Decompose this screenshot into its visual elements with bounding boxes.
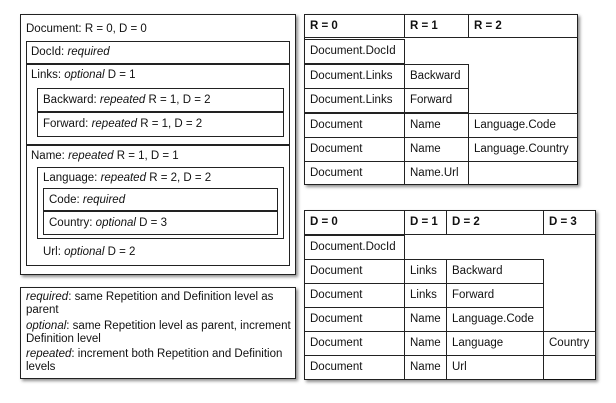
name-mode: repeated <box>68 150 114 162</box>
d-table-cell: Backward <box>446 259 544 284</box>
d-table-cell: Document <box>304 331 405 356</box>
backward-mode: repeated <box>99 94 146 106</box>
document-name: Document: <box>26 23 82 35</box>
code-mode: required <box>82 194 126 206</box>
name-levels: R = 1, D = 1 <box>116 150 179 162</box>
forward-field-label: Forward: repeated R = 1, D = 2 <box>43 117 202 131</box>
legend-repeated-desc: : increment both Repetition and Definiti… <box>26 348 283 373</box>
d-table-header: D = 0 <box>304 210 405 235</box>
d-table-cell: Document.DocId <box>304 235 405 260</box>
url-levels: D = 2 <box>107 246 136 258</box>
docid-field-label: DocId: required <box>31 45 110 59</box>
url-name: Url: <box>43 246 61 258</box>
r-table-header: R = 0 <box>304 14 405 38</box>
legend-required: required: same Repetition and Definition… <box>26 291 294 317</box>
d-table-cell: Forward <box>446 283 544 308</box>
d-table-header: D = 1 <box>404 210 447 235</box>
language-name: Language: <box>43 172 98 184</box>
r-table-cell: Name <box>404 137 469 162</box>
language-mode: repeated <box>100 172 146 184</box>
legend-optional-term: optional <box>26 320 67 332</box>
r-table-cell: Language.Code <box>468 113 578 138</box>
url-field-label: Url: optional D = 2 <box>43 245 135 259</box>
r-table-cell: Document <box>304 161 405 185</box>
backward-field-box <box>37 88 284 112</box>
r-table-cell: Language.Country <box>468 137 578 162</box>
links-mode: optional <box>64 69 105 81</box>
d-table-cell: Document <box>304 283 405 308</box>
legend-required-desc: : same Repetition and Definition level a… <box>26 291 274 316</box>
r-table-header: R = 2 <box>468 14 578 38</box>
r-table-cell: Forward <box>404 88 469 113</box>
name-name: Name: <box>31 150 65 162</box>
country-name: Country: <box>49 217 93 229</box>
legend-repeated-term: repeated <box>26 348 72 360</box>
r-table-cell: Document.Links <box>304 64 405 89</box>
language-field-label: Language: repeated R = 2, D = 2 <box>43 171 211 185</box>
d-table-cell: Document <box>304 307 405 332</box>
r-table-cell: Document.DocId <box>304 39 405 64</box>
forward-field-box <box>37 112 284 137</box>
d-table-cell: Name <box>404 355 447 380</box>
d-table-cell: Language <box>446 331 544 356</box>
document-levels: R = 0, D = 0 <box>84 23 147 35</box>
language-levels: R = 2, D = 2 <box>149 172 212 184</box>
name-field-label: Name: repeated R = 1, D = 1 <box>31 149 179 163</box>
d-table-header: D = 3 <box>543 210 596 235</box>
d-table-cell: Links <box>404 283 447 308</box>
links-name: Links: <box>31 69 62 81</box>
links-field-label: Links: optional D = 1 <box>31 68 136 82</box>
d-table-cell: Links <box>404 259 447 284</box>
d-table-cell: Document <box>304 259 405 284</box>
d-table-cell: Name <box>404 331 447 356</box>
d-table-header: D = 2 <box>446 210 544 235</box>
backward-name: Backward: <box>43 94 97 106</box>
backward-levels: R = 1, D = 2 <box>148 94 211 106</box>
d-table-cell: Url <box>446 355 544 380</box>
document-field-label: Document: R = 0, D = 0 <box>26 22 147 36</box>
docid-name: DocId: <box>31 46 65 58</box>
r-table-cell: Backward <box>404 64 469 89</box>
backward-field-label: Backward: repeated R = 1, D = 2 <box>43 93 211 107</box>
legend-optional-desc: : same Repetition level as parent, incre… <box>26 320 291 345</box>
r-table-header: R = 1 <box>404 14 469 38</box>
url-mode: optional <box>64 246 105 258</box>
legend-repeated: repeated: increment both Repetition and … <box>26 348 294 374</box>
d-table-cell: Document <box>304 355 405 380</box>
d-table-cell: Name <box>404 307 447 332</box>
country-levels: D = 3 <box>139 217 167 229</box>
docid-field-box <box>26 41 290 64</box>
country-mode: optional <box>95 217 136 229</box>
r-table-cell: Name.Url <box>404 161 469 185</box>
code-field-box <box>43 188 278 211</box>
r-table-cell: Document.Links <box>304 88 405 113</box>
r-table-cell: Name <box>404 113 469 138</box>
forward-levels: R = 1, D = 2 <box>140 118 203 130</box>
country-field-label: Country: optional D = 3 <box>49 216 167 230</box>
code-name: Code: <box>49 194 80 206</box>
country-field-box <box>43 211 278 235</box>
code-field-label: Code: required <box>49 193 125 207</box>
links-levels: D = 1 <box>107 69 136 81</box>
legend-required-term: required <box>26 291 69 303</box>
r-table-cell: Document <box>304 137 405 162</box>
d-table-cell: Country <box>543 331 596 356</box>
docid-mode: required <box>67 46 110 58</box>
forward-mode: repeated <box>91 118 137 130</box>
r-table-cell: Document <box>304 113 405 138</box>
d-table-cell: Language.Code <box>446 307 544 332</box>
legend-panel <box>20 287 296 379</box>
forward-name: Forward: <box>43 118 89 130</box>
legend-optional: optional: same Repetition level as paren… <box>26 320 294 346</box>
